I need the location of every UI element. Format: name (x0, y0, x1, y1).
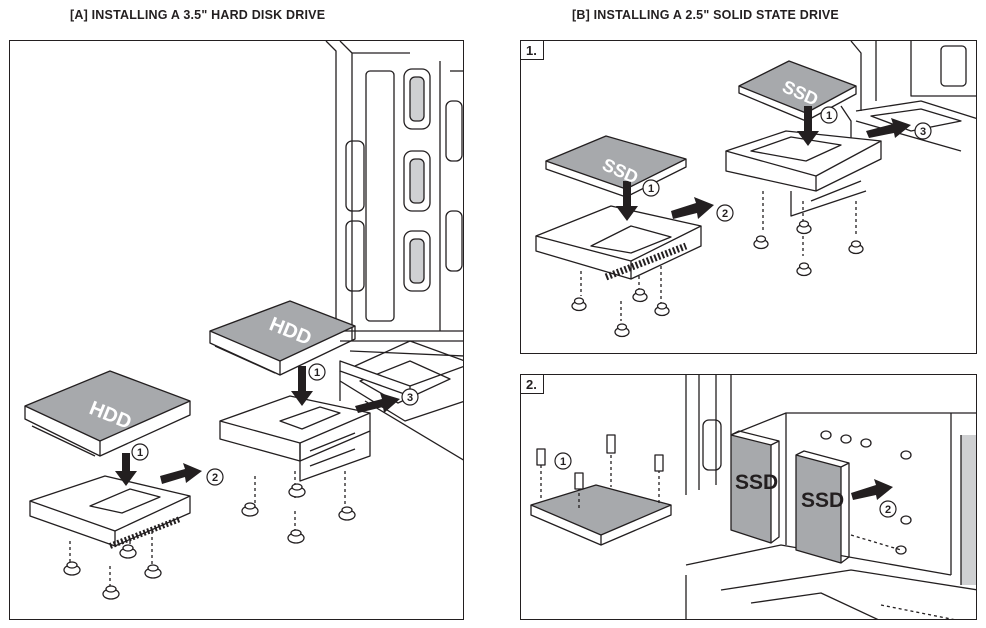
ssd-drive-left (545, 135, 687, 198)
panel-b2-ssd: 1 2 SSD SSD 2. (520, 374, 977, 620)
pc-case-interior (685, 375, 976, 619)
arrow-right-b1-lower (671, 197, 714, 219)
arrow-down-b1-right (797, 106, 819, 146)
step-number-2: 2. (521, 375, 544, 394)
arrow-down-b1-left (616, 181, 638, 221)
ssd-label-mounted-1: SSD (735, 471, 778, 494)
hdd-bracket-left (29, 475, 191, 549)
ssd-step1-illustration: 1 2 1 3 SSD SSD (535, 41, 976, 338)
step-number-1: 1. (521, 41, 544, 60)
screws-right (241, 471, 356, 544)
arrows-b2 (851, 479, 893, 500)
hdd-bracket-right (219, 395, 371, 482)
step-1-label-b2: 1 (560, 456, 566, 468)
standoff-screws (536, 434, 664, 510)
hdd-illustration: 1 2 1 3 HDD HDD (24, 41, 463, 600)
step-1-label-b1: 1 (648, 183, 654, 195)
ssd-mounted-2 (795, 450, 850, 564)
ssd-mounted-1 (730, 430, 780, 544)
heading-b: [B] INSTALLING A 2.5" SOLID STATE DRIVE (572, 8, 839, 22)
ssd-bracket-left (535, 205, 702, 281)
arrows-b1 (616, 106, 911, 221)
screws-left (63, 531, 162, 600)
ssd-flat (530, 484, 672, 546)
panel-a-hdd: 1 2 1 3 HDD HDD (9, 40, 464, 620)
step-2-label-a: 2 (212, 472, 218, 484)
ssd-step2-illustration: 1 2 SSD SSD (530, 375, 976, 619)
step-2-label-b2: 2 (885, 504, 891, 516)
arrow-right-b2 (851, 479, 893, 500)
arrow-down-left (115, 453, 137, 486)
step-1-label-a2: 1 (314, 367, 320, 379)
step-3-label-a: 3 (407, 392, 413, 404)
pc-case-top (840, 41, 976, 152)
arrow-right-upper (355, 393, 400, 413)
arrows-a (115, 366, 400, 486)
ssd-bracket-right (725, 130, 882, 217)
hdd-drive-left (24, 370, 191, 457)
heading-a: [A] INSTALLING A 3.5" HARD DISK DRIVE (70, 8, 326, 22)
step-2-label-b1: 2 (722, 208, 728, 220)
panel-b1-ssd: 1 2 1 3 SSD SSD 1. (520, 40, 977, 354)
arrow-down-right (291, 366, 313, 406)
step-1-label-a: 1 (137, 447, 143, 459)
case-drive-bay (339, 360, 463, 397)
mounting-holes (820, 430, 912, 555)
arrow-right-b1-upper (866, 118, 911, 138)
arrow-right-lower (160, 463, 202, 484)
step-1-label-b1b: 1 (826, 110, 832, 122)
step-3-label-b1: 3 (920, 126, 926, 138)
hdd-drive-right (209, 300, 356, 376)
screws-b1 (571, 191, 864, 338)
ssd-label-mounted-2: SSD (801, 489, 844, 512)
